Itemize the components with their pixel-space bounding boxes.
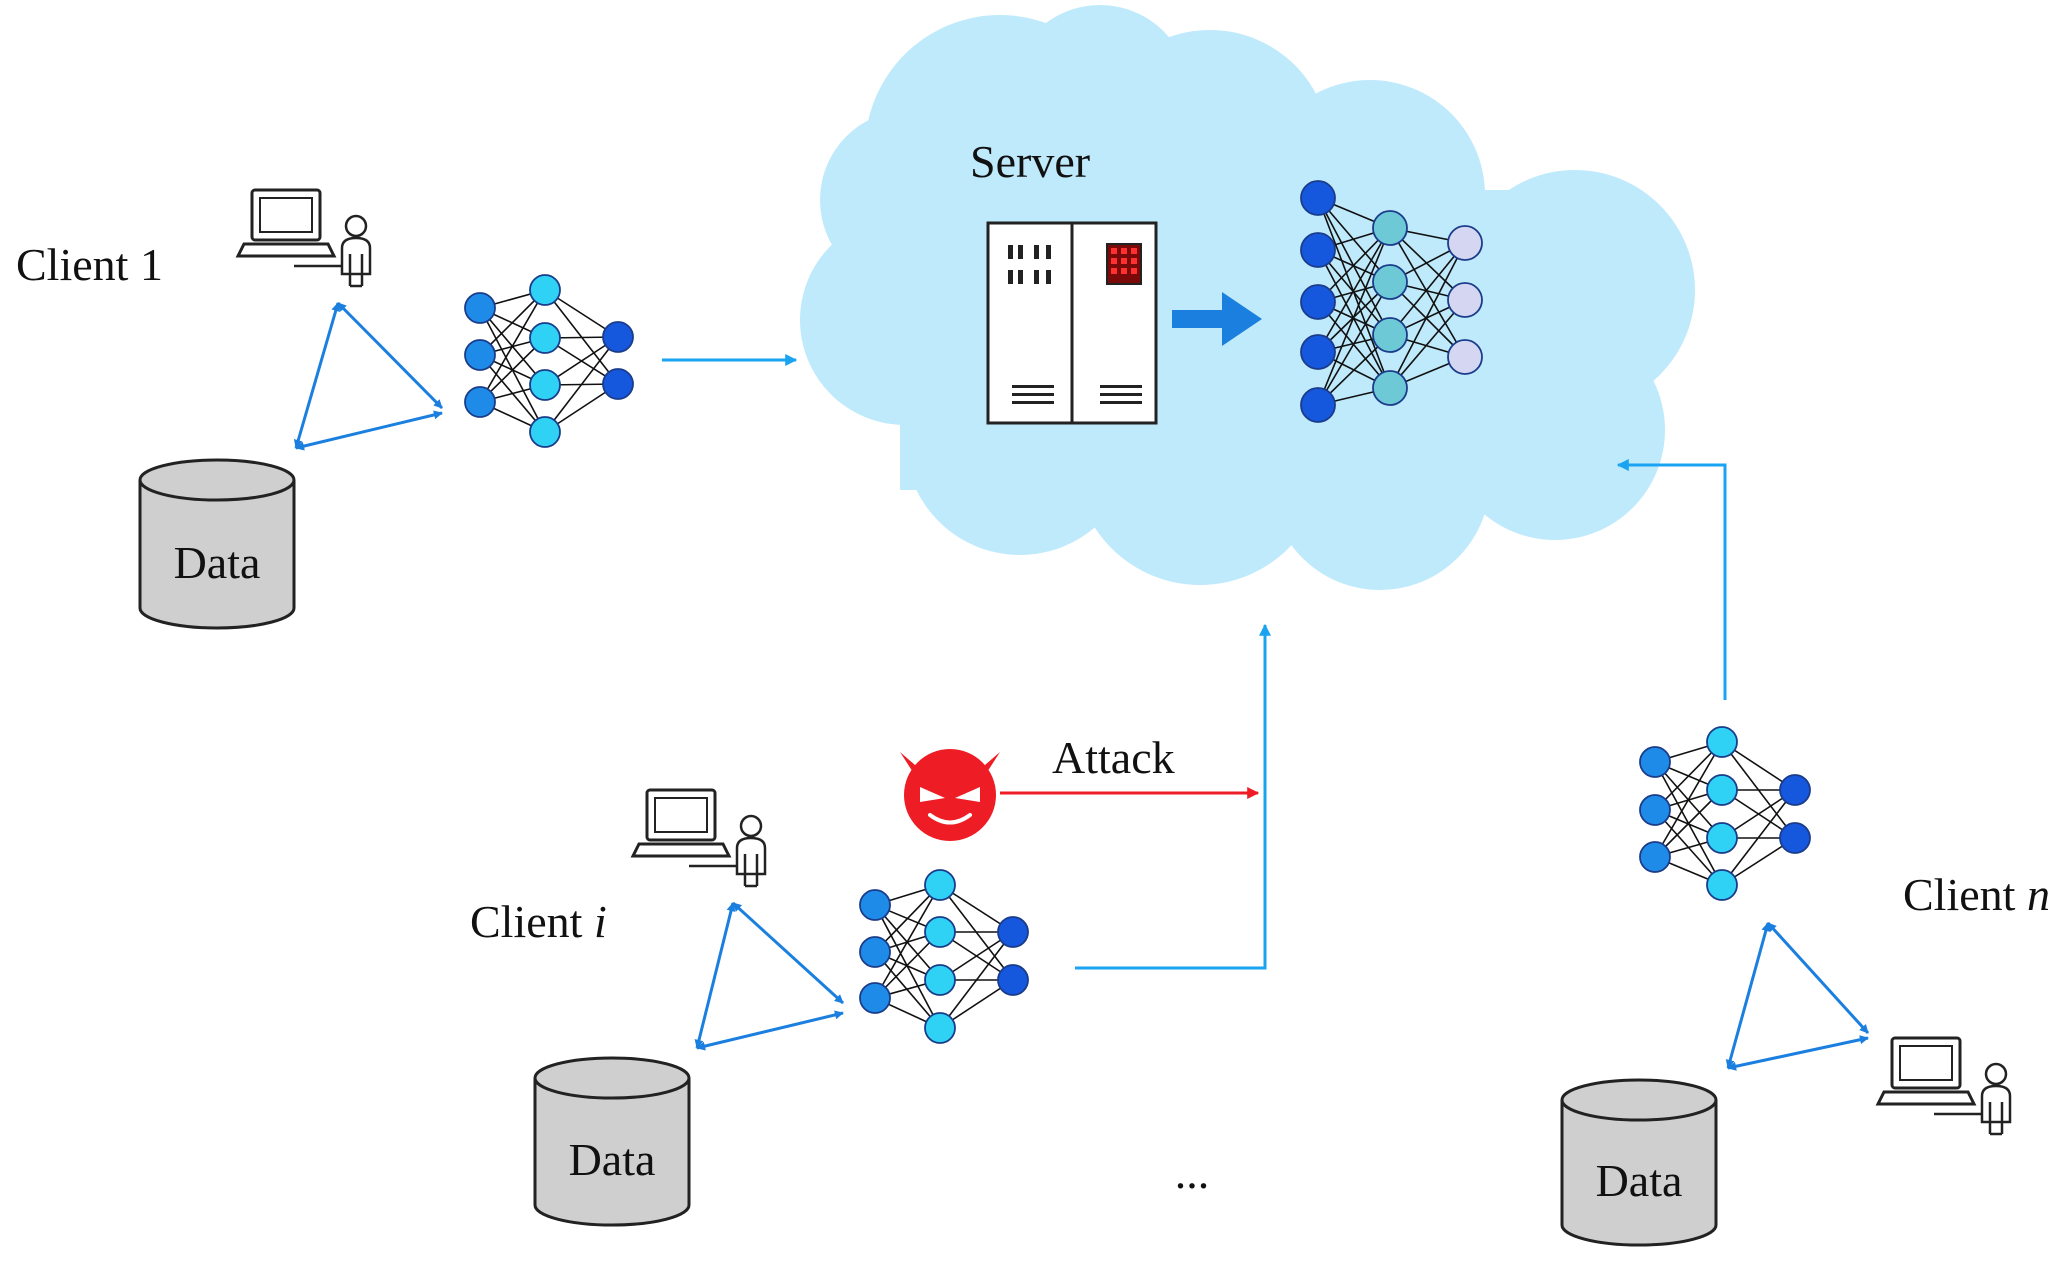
client-1-label: Client 1: [16, 239, 163, 290]
nn-node: [859, 889, 891, 921]
nn-node: [529, 274, 561, 306]
nn-edge: [479, 289, 546, 403]
nn-node: [529, 322, 561, 354]
more-clients-ellipsis: ...: [1175, 1147, 1210, 1198]
nn-node: [1706, 774, 1738, 806]
nn-node: [1639, 841, 1671, 873]
client-i-data-label: Data: [569, 1134, 656, 1185]
neural-network-icon-client-1: [464, 274, 634, 448]
nn-edge: [544, 336, 619, 433]
nn-edge: [1317, 281, 1391, 406]
nn-node: [1447, 339, 1483, 375]
client-n-label: Client n: [1903, 869, 2050, 920]
triangle-links-client-i: [694, 901, 845, 1051]
nn-node: [1639, 794, 1671, 826]
nn-node: [1706, 726, 1738, 758]
nn-node: [1447, 225, 1483, 261]
nn-edge: [874, 951, 941, 1029]
nn-node: [924, 1012, 956, 1044]
nn-node: [1300, 387, 1336, 423]
client-i-upload-arrow: [1075, 623, 1271, 970]
nn-node: [859, 936, 891, 968]
nn-node: [529, 369, 561, 401]
database-icon-client-1: [138, 458, 296, 630]
laptop-user-icon-client-n: [1875, 1036, 2012, 1136]
nn-node: [1779, 774, 1811, 806]
neural-network-icon-client-i: [859, 869, 1029, 1044]
nn-node: [1300, 232, 1336, 268]
database-icon-client-i: [533, 1056, 691, 1227]
nn-edge: [1317, 227, 1391, 353]
neural-network-icon-client-n: [1639, 726, 1811, 901]
nn-node: [1706, 822, 1738, 854]
attack-label: Attack: [1052, 732, 1175, 783]
nn-node: [1372, 264, 1408, 300]
server-to-model-arrow: [1172, 292, 1262, 346]
client-n-upload-arrow: [1616, 459, 1727, 700]
nn-edge: [1317, 227, 1391, 406]
nn-node: [602, 368, 634, 400]
nn-edge: [1389, 299, 1466, 389]
nn-node: [1300, 284, 1336, 320]
nn-edge: [874, 884, 941, 999]
nn-edge: [1317, 197, 1391, 283]
nn-node: [529, 416, 561, 448]
nn-node: [859, 982, 891, 1014]
nn-node: [464, 292, 496, 324]
database-icon-client-n: [1560, 1078, 1718, 1247]
neural-network-icon-server: [1300, 180, 1483, 423]
laptop-user-icon-client-i: [630, 788, 767, 888]
nn-node: [924, 916, 956, 948]
nn-edge: [939, 931, 1014, 1029]
nn-node: [1372, 317, 1408, 353]
server-rack-icon: [986, 221, 1158, 425]
client-1-data-label: Data: [174, 537, 261, 588]
nn-edge: [1721, 789, 1796, 886]
nn-node: [1447, 282, 1483, 318]
nn-node: [1300, 334, 1336, 370]
nn-node: [1779, 822, 1811, 854]
devil-attacker-icon: [900, 749, 1000, 841]
nn-node: [1300, 180, 1336, 216]
nn-node: [997, 964, 1029, 996]
nn-edge: [1389, 227, 1466, 358]
nn-edge: [1389, 242, 1466, 336]
nn-node: [602, 321, 634, 353]
nn-node: [924, 964, 956, 996]
client-n-data-label: Data: [1596, 1155, 1683, 1206]
nn-node: [1706, 869, 1738, 901]
nn-node: [924, 869, 956, 901]
server-label: Server: [970, 136, 1090, 187]
laptop-user-icon-client-1: [235, 188, 372, 288]
triangle-links-client-n: [1725, 921, 1870, 1071]
nn-node: [464, 386, 496, 418]
nn-node: [997, 916, 1029, 948]
triangle-links-client-1: [293, 301, 444, 451]
nn-node: [1372, 210, 1408, 246]
nn-edge: [1654, 741, 1723, 811]
cloud-icon: [800, 5, 1695, 590]
client-i-label: Client i: [470, 896, 607, 947]
nn-edge: [1389, 242, 1466, 389]
nn-node: [1372, 370, 1408, 406]
nn-edge: [1654, 741, 1723, 858]
nn-node: [1639, 746, 1671, 778]
nn-node: [464, 339, 496, 371]
